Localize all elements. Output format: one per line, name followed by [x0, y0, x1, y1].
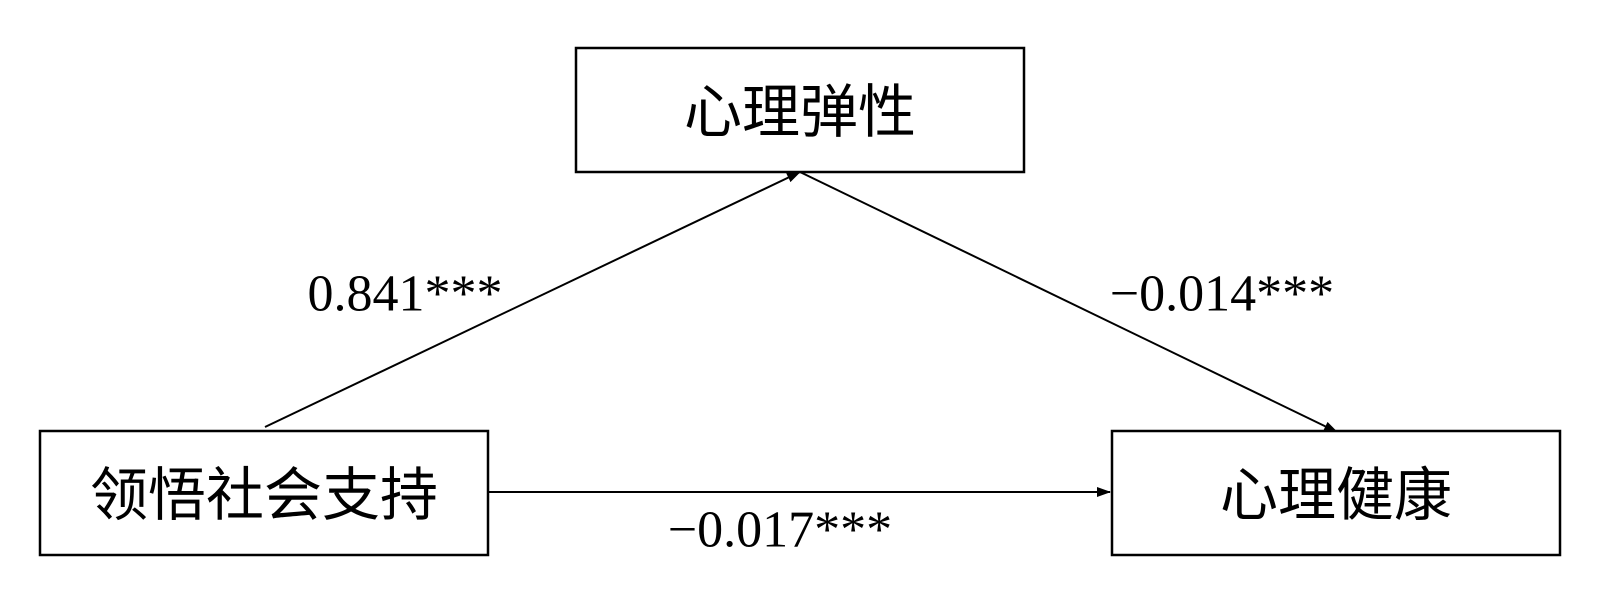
- mediator-node: 心理弹性: [574, 46, 1026, 174]
- path-b-coefficient: −0.014***: [1110, 266, 1334, 323]
- predictor-node: 领悟社会支持: [38, 429, 490, 557]
- predictor-label: 领悟社会支持: [90, 461, 438, 529]
- outcome-node: 心理健康: [1110, 429, 1562, 557]
- outcome-label: 心理健康: [1220, 461, 1452, 529]
- mediator-label: 心理弹性: [684, 78, 916, 146]
- path-c-coefficient: −0.017***: [668, 502, 892, 559]
- path-b-arrow: [799, 171, 1338, 433]
- path-a-coefficient: 0.841***: [308, 266, 503, 323]
- outcome-box: [1110, 429, 1562, 557]
- path-a-arrow: [264, 171, 801, 428]
- predictor-box: [38, 429, 490, 557]
- mediator-box: [574, 46, 1026, 174]
